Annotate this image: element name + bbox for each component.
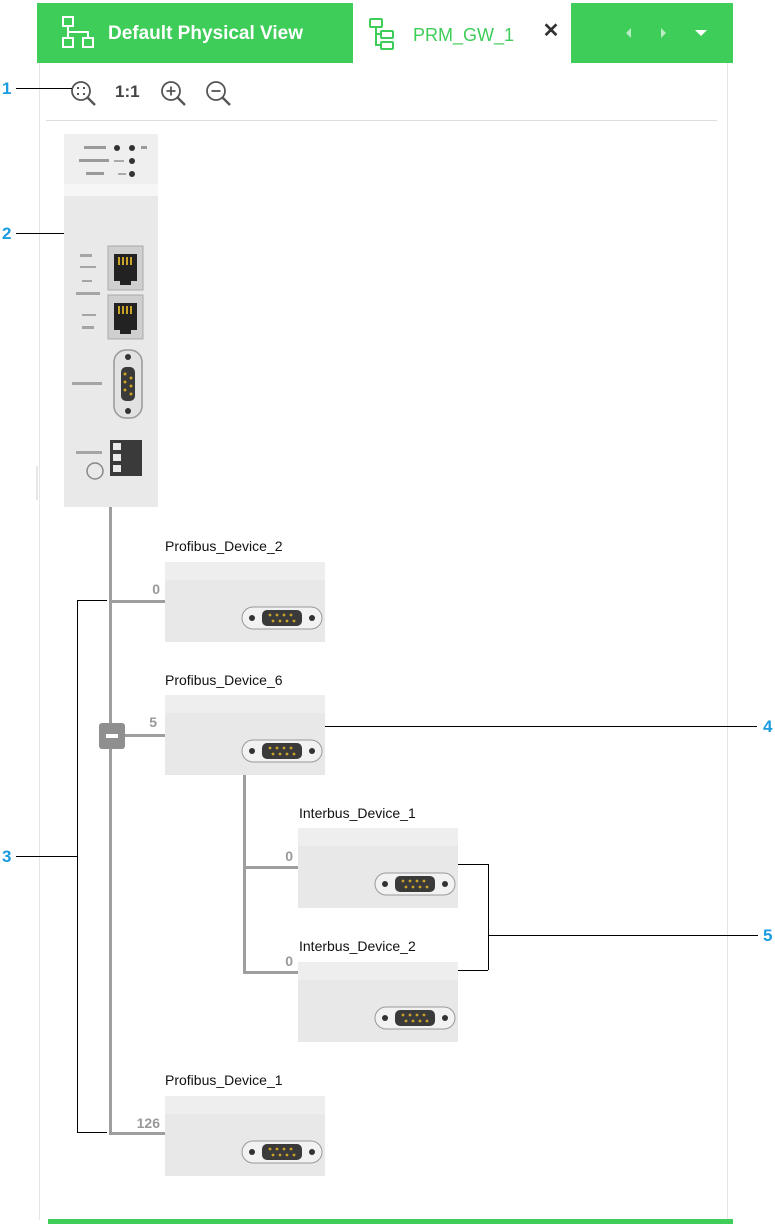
device-name-label: Profibus_Device_1: [165, 1072, 283, 1088]
device-header: [298, 828, 458, 846]
device-name-label: Interbus_Device_2: [299, 938, 416, 954]
bus-branch-line: [109, 734, 165, 737]
tab-prm-gw-1[interactable]: PRM_GW_1 ✕: [353, 3, 571, 63]
close-tab-button[interactable]: ✕: [542, 20, 560, 42]
network-topology-icon: [62, 16, 94, 48]
callout-line: [488, 935, 758, 936]
splitter-handle[interactable]: [36, 466, 38, 500]
zoom-out-icon[interactable]: [203, 78, 233, 108]
device-header: [165, 695, 325, 713]
device-header: [165, 562, 325, 580]
device-header: [298, 962, 458, 980]
bottom-accent-bar: [48, 1219, 733, 1224]
zoom-to-fit-icon[interactable]: [68, 78, 98, 108]
device-address-label: 0: [152, 581, 160, 597]
device-tree-icon: [369, 18, 394, 50]
profibus-trunk-line: [109, 507, 112, 1135]
device-node-profibus-device-1[interactable]: [165, 1096, 325, 1176]
panel-border: [39, 63, 40, 1220]
gateway-module-prm-gw-1[interactable]: [64, 134, 158, 507]
zoom-in-icon[interactable]: [158, 78, 188, 108]
bus-branch-line: [109, 1132, 165, 1135]
zoom-actual-size-button[interactable]: 1:1: [115, 82, 140, 101]
callout-number: 5: [763, 926, 773, 945]
bus-branch-line: [243, 866, 298, 869]
device-address-label: 5: [149, 714, 157, 730]
db9-connector-icon: [374, 872, 456, 896]
device-node-interbus-device-1[interactable]: [298, 828, 458, 908]
callout-line: [16, 88, 72, 89]
gateway-module-graphic: [64, 134, 158, 480]
collapse-subtree-button[interactable]: [99, 723, 125, 749]
tab-bar: Default Physical View PRM_GW_1 ✕: [37, 3, 733, 63]
device-node-profibus-device-2[interactable]: [165, 562, 325, 642]
chevron-left-icon[interactable]: [621, 23, 637, 43]
callout-bracket: [436, 970, 488, 971]
toolbar-divider: [46, 120, 717, 121]
callout-number: 3: [2, 847, 12, 866]
callout-bracket: [488, 864, 489, 970]
chevron-right-icon[interactable]: [655, 23, 671, 43]
callout-number: 2: [2, 224, 12, 243]
callout-number: 4: [763, 717, 773, 736]
callout-bracket: [77, 1132, 107, 1133]
device-name-label: Profibus_Device_6: [165, 672, 283, 688]
db9-connector-icon: [241, 606, 323, 630]
callout-number: 1: [2, 79, 12, 98]
db9-connector-icon: [241, 1140, 323, 1164]
callout-bracket: [436, 864, 488, 865]
callout-line: [16, 856, 77, 857]
device-address-label: 0: [285, 953, 293, 969]
callout-line: [305, 726, 757, 727]
device-node-interbus-device-2[interactable]: [298, 962, 458, 1042]
bus-branch-line: [109, 600, 165, 603]
db9-connector-icon: [241, 739, 323, 763]
interbus-trunk-line: [243, 745, 246, 973]
device-header: [165, 1096, 325, 1114]
tab-default-physical-view[interactable]: Default Physical View: [37, 3, 353, 63]
tab-label-default-physical-view: Default Physical View: [108, 23, 304, 44]
callout-bracket: [77, 600, 78, 1132]
device-address-label: 0: [285, 848, 293, 864]
device-node-profibus-device-6[interactable]: [165, 695, 325, 775]
callout-line: [16, 233, 94, 234]
caret-down-icon[interactable]: [693, 23, 709, 43]
panel-border: [727, 63, 728, 1220]
db9-connector-icon: [374, 1006, 456, 1030]
tab-label-prm-gw-1: PRM_GW_1: [413, 25, 515, 45]
device-name-label: Profibus_Device_2: [165, 538, 283, 554]
callout-bracket: [77, 600, 107, 601]
device-name-label: Interbus_Device_1: [299, 805, 416, 821]
device-address-label: 126: [136, 1115, 160, 1131]
bus-branch-line: [243, 971, 298, 974]
